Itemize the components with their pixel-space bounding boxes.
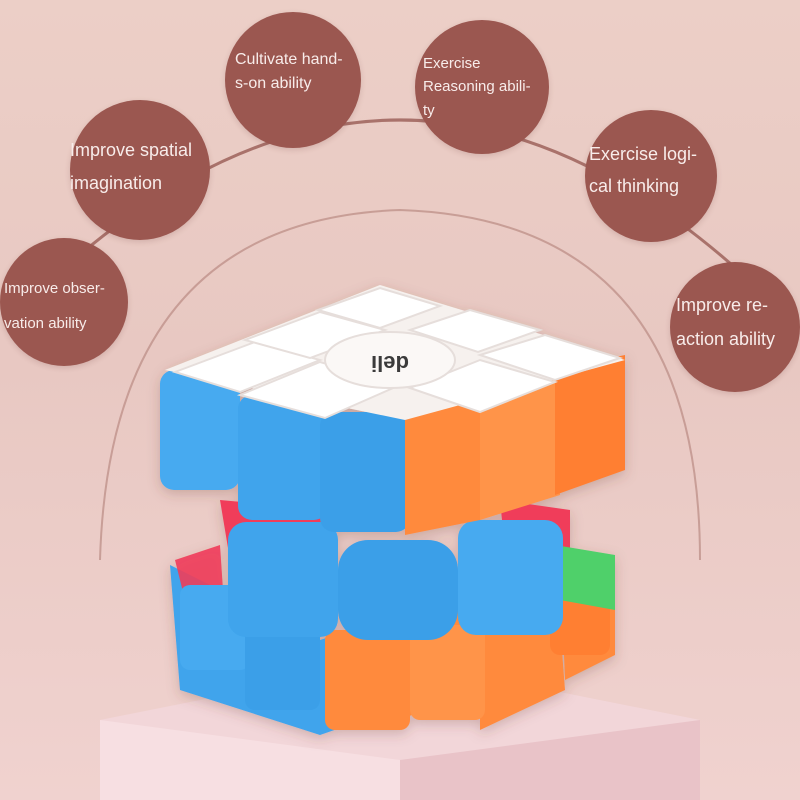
- bubble-reaction: Improve re- action ability: [670, 262, 800, 392]
- bubble-reasoning: Exercise Reasoning abili- ty: [415, 20, 549, 154]
- brand-logo: deli: [371, 351, 409, 376]
- bubble-reaction-text: Improve re- action ability: [676, 295, 776, 350]
- bubble-hands-on-text: Cultivate hand- s-on ability: [235, 51, 343, 92]
- bubble-hands-on: Cultivate hand- s-on ability: [225, 12, 361, 148]
- bubble-observation-text: Improve obser- vation ability: [4, 280, 105, 332]
- bubble-reasoning-text: Exercise Reasoning abili- ty: [423, 55, 531, 119]
- bubble-logical-text: Exercise logi- cal thinking: [589, 144, 698, 197]
- bubble-logical: Exercise logi- cal thinking: [585, 110, 717, 242]
- bubble-spatial-text: Improve spatial imagination: [70, 140, 193, 194]
- bubble-observation: Improve obser- vation ability: [0, 238, 128, 366]
- bubble-spatial: Improve spatial imagination: [70, 100, 210, 240]
